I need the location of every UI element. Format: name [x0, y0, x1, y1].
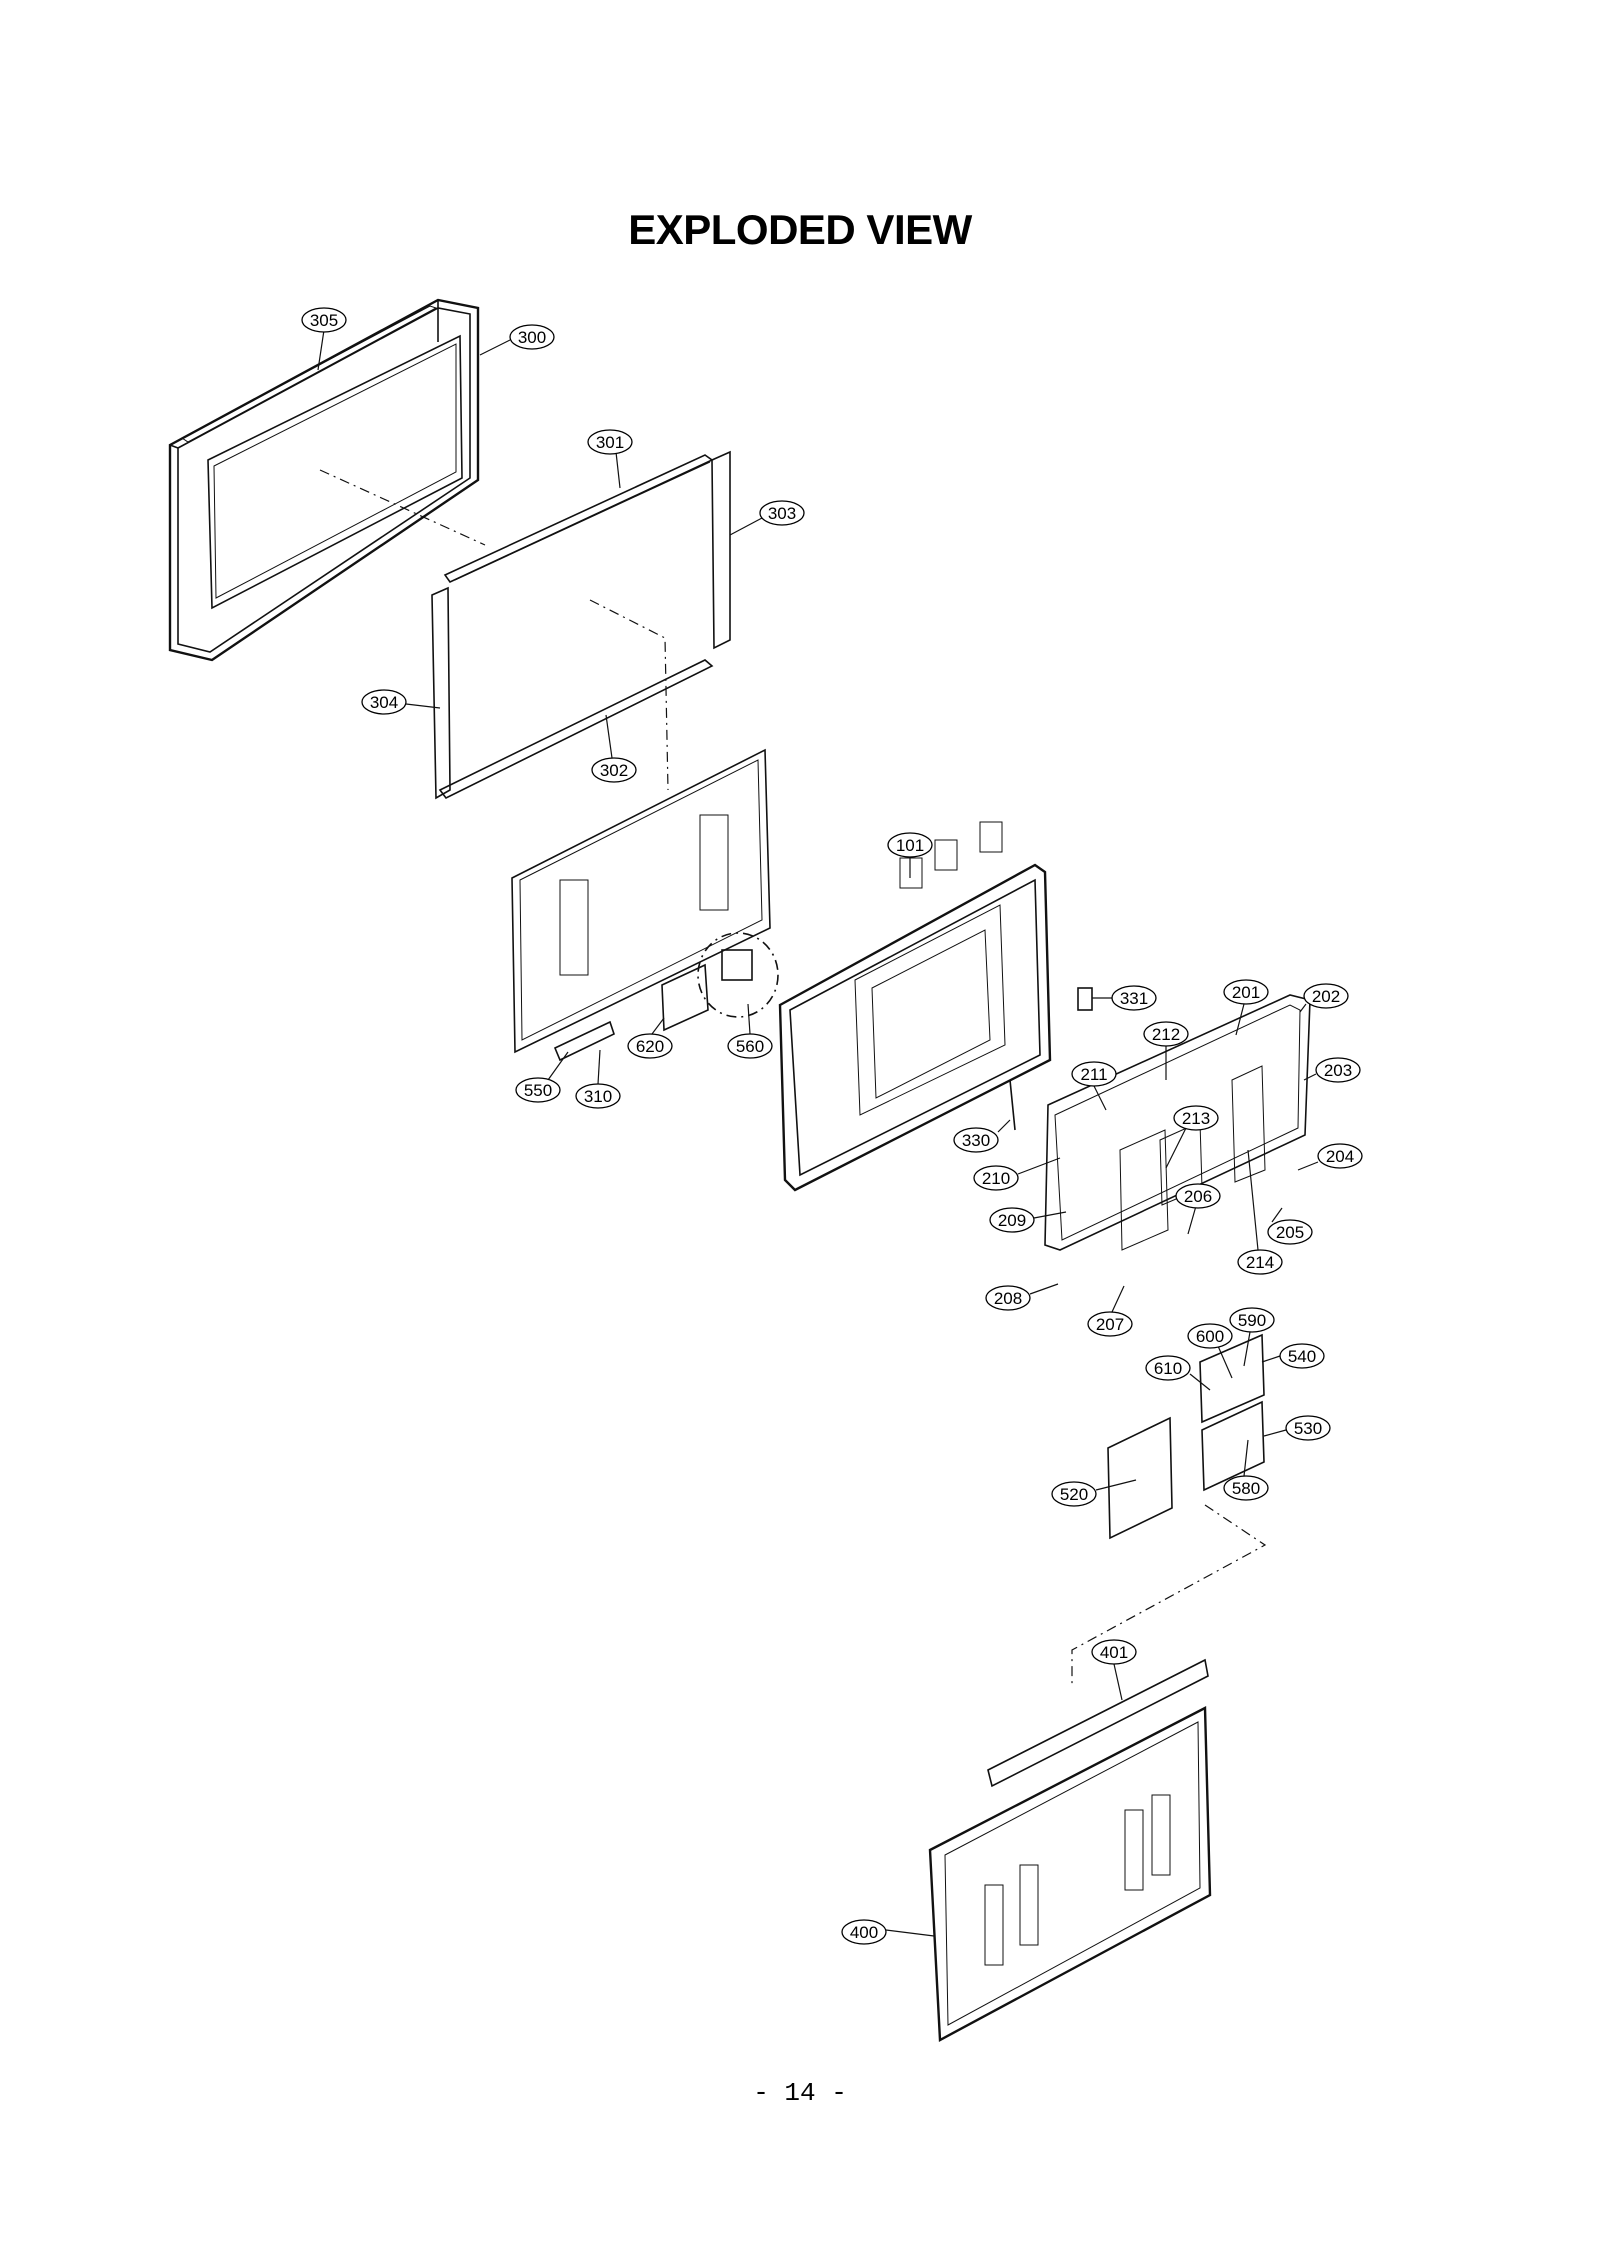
callout-label: 330: [962, 1131, 990, 1150]
callout-620: 620: [627, 1017, 673, 1059]
callout-label: 550: [524, 1081, 552, 1100]
callout-211: 211: [1071, 1061, 1117, 1111]
callout-label: 210: [982, 1169, 1010, 1188]
bracket-550-310: [553, 1020, 615, 1062]
callout-300: 300: [479, 324, 555, 356]
callout-label: 211: [1080, 1065, 1107, 1084]
callout-202: 202: [1299, 983, 1349, 1013]
callout-600: 600: [1187, 1323, 1233, 1379]
callout-520: 520: [1051, 1479, 1137, 1507]
front-cabinet-300: [168, 298, 480, 662]
callout-530: 530: [1263, 1415, 1331, 1441]
callout-label: 205: [1276, 1223, 1304, 1242]
board-530: [1201, 1400, 1265, 1492]
callout-203: 203: [1303, 1057, 1361, 1083]
callout-label: 302: [600, 761, 628, 780]
callout-label: 214: [1246, 1253, 1274, 1272]
inner-plate: [511, 748, 771, 1054]
alignment-line-chassis: [589, 599, 669, 791]
callout-label: 304: [370, 693, 398, 712]
callout-210: 210: [973, 1157, 1061, 1191]
callout-label: 520: [1060, 1485, 1088, 1504]
board-520: [1107, 1416, 1173, 1540]
callout-label: 202: [1312, 987, 1340, 1006]
callout-label: 206: [1184, 1187, 1212, 1206]
callout-580: 580: [1223, 1439, 1269, 1501]
callout-label: 400: [850, 1923, 878, 1942]
callout-550: 550: [515, 1051, 569, 1103]
callout-label: 207: [1096, 1315, 1124, 1334]
callout-540: 540: [1261, 1343, 1325, 1369]
callout-label: 580: [1232, 1479, 1260, 1498]
callout-304: 304: [361, 689, 441, 715]
chassis-101: [778, 821, 1052, 1192]
callout-310: 310: [575, 1049, 621, 1109]
callout-label: 560: [736, 1037, 764, 1056]
part-330: [1009, 1079, 1016, 1131]
board-540: [1199, 1333, 1265, 1424]
callout-label: 209: [998, 1211, 1026, 1230]
callout-209: 209: [989, 1207, 1067, 1233]
page-title: EXPLODED VIEW: [628, 206, 972, 253]
callout-590: 590: [1229, 1307, 1275, 1367]
callout-560: 560: [727, 1003, 773, 1059]
callout-610: 610: [1145, 1355, 1211, 1391]
callout-401: 401: [1091, 1639, 1137, 1701]
alignment-line-upper: [319, 469, 486, 546]
callout-label: 590: [1238, 1311, 1266, 1330]
connector-560: [697, 932, 779, 1018]
stand-401: [987, 1658, 1209, 1788]
callout-label: 305: [310, 311, 338, 330]
callout-213: 213: [1165, 1105, 1219, 1169]
callout-label: 610: [1154, 1359, 1182, 1378]
top-bracket-301: [443, 454, 714, 584]
callout-330: 330: [953, 1119, 1011, 1153]
callout-label: 101: [896, 836, 924, 855]
callout-label: 203: [1324, 1061, 1352, 1080]
callout-label: 303: [768, 504, 796, 523]
front-filter-305: [181, 305, 438, 443]
back-cover-400: [928, 1706, 1212, 2042]
callout-207: 207: [1087, 1285, 1133, 1337]
callout-331: 331: [1092, 985, 1157, 1011]
callout-301: 301: [587, 429, 633, 489]
callout-label: 310: [584, 1087, 612, 1106]
callout-212: 212: [1143, 1021, 1189, 1080]
callout-201: 201: [1223, 979, 1269, 1036]
board-620: [661, 963, 709, 1032]
callout-label: 620: [636, 1037, 664, 1056]
callout-204: 204: [1297, 1143, 1363, 1171]
callout-label: 213: [1182, 1109, 1210, 1128]
callout-label: 300: [518, 328, 546, 347]
callout-label: 600: [1196, 1327, 1224, 1346]
callout-label: 204: [1326, 1147, 1354, 1166]
callout-303: 303: [729, 500, 805, 536]
callout-302: 302: [591, 714, 637, 783]
callout-label: 530: [1294, 1419, 1322, 1438]
page-number: - 14 -: [753, 2078, 847, 2108]
side-bracket-303: [711, 450, 731, 650]
callout-205: 205: [1267, 1207, 1313, 1245]
callout-214: 214: [1237, 1149, 1283, 1275]
part-331: [1077, 987, 1093, 1011]
bottom-bracket-302: [438, 659, 714, 800]
callout-label: 301: [596, 433, 624, 452]
callout-label: 212: [1152, 1025, 1180, 1044]
side-bracket-304: [431, 586, 451, 800]
callout-208: 208: [985, 1283, 1059, 1311]
callout-305: 305: [301, 307, 347, 371]
callout-label: 401: [1100, 1643, 1128, 1662]
callout-label: 208: [994, 1289, 1022, 1308]
callout-101: 101: [887, 832, 933, 878]
callout-label: 331: [1120, 989, 1148, 1008]
callout-400: 400: [841, 1919, 935, 1945]
callout-label: 201: [1232, 983, 1260, 1002]
callout-206: 206: [1175, 1183, 1221, 1235]
callout-label: 540: [1288, 1347, 1316, 1366]
alignment-line-lower: [1071, 1504, 1267, 1685]
